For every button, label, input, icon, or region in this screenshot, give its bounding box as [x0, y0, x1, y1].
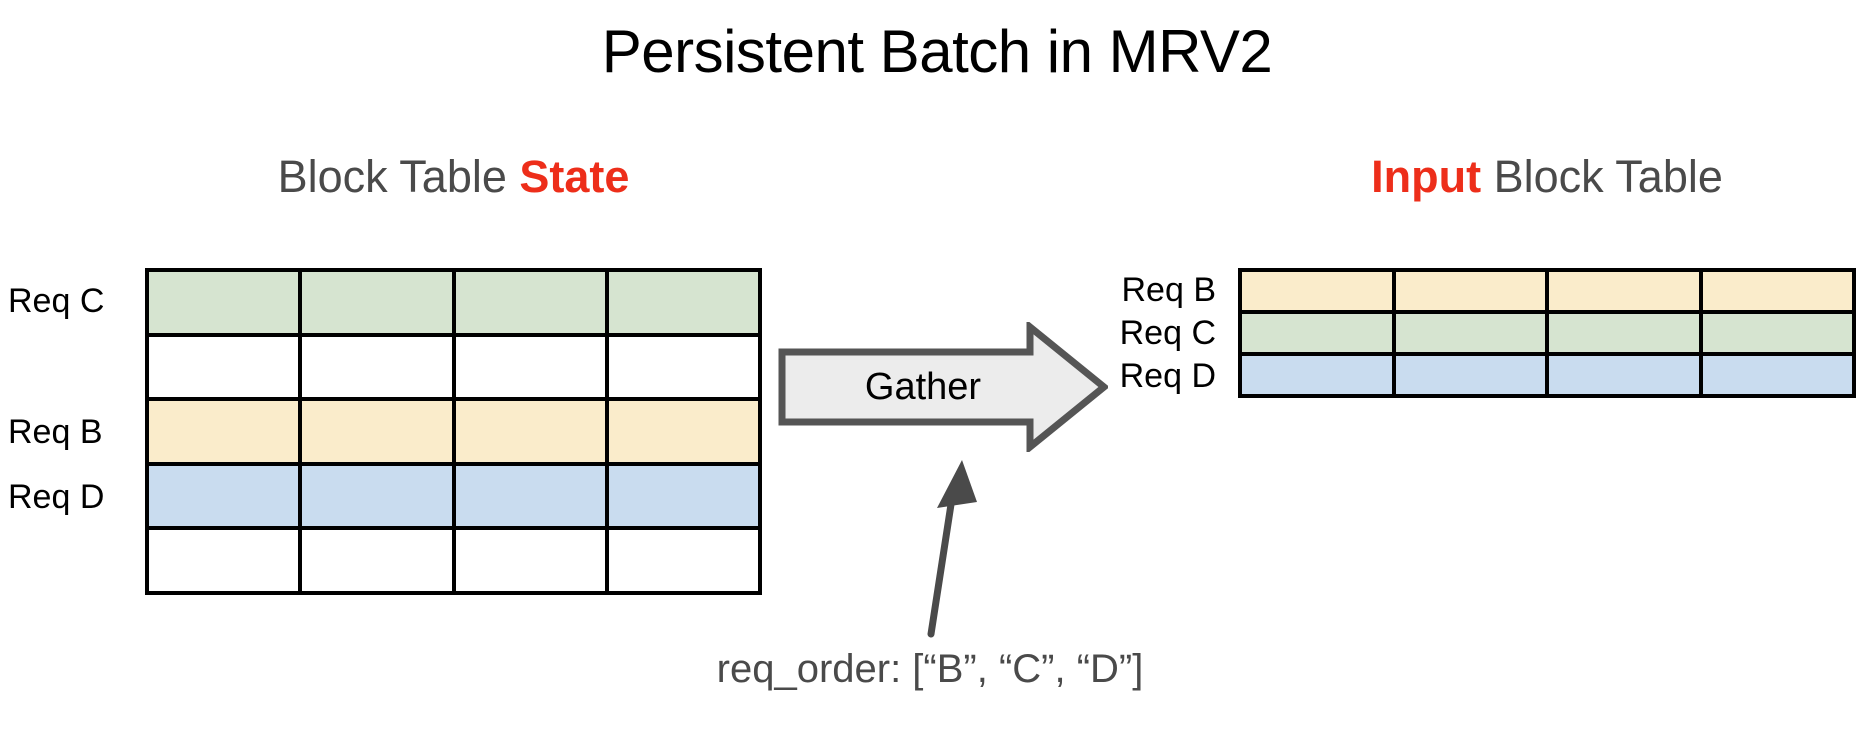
- row-label-req-b: Req B: [8, 412, 103, 451]
- block-cell: [1242, 272, 1396, 310]
- gather-arrow-icon: [778, 322, 1108, 452]
- table-row: [149, 465, 758, 531]
- req-order-caption: req_order: [“B”, “C”, “D”]: [716, 647, 1144, 691]
- block-cell: [302, 401, 456, 462]
- block-cell: [149, 465, 303, 527]
- table-row: [149, 272, 758, 337]
- block-cell: [1702, 272, 1852, 310]
- right-table-heading: Input Block Table: [1238, 150, 1856, 204]
- block-cell: [608, 465, 758, 527]
- block-cell: [302, 530, 456, 591]
- block-cell: [149, 272, 303, 333]
- req-order-pointer-arrow-icon: [927, 460, 977, 638]
- row-label-req-c: Req C: [8, 281, 105, 320]
- block-cell: [1549, 356, 1703, 394]
- block-cell: [1549, 314, 1703, 352]
- block-cell: [302, 336, 456, 398]
- block-cell: [455, 465, 609, 527]
- row-label-req-d: Req D: [1119, 357, 1216, 396]
- table-row: [1242, 314, 1852, 356]
- block-cell: [608, 272, 758, 333]
- left-table-heading: Block Table State: [145, 150, 762, 204]
- table-row: [149, 401, 758, 466]
- table-row: [149, 530, 758, 591]
- block-cell: [1242, 314, 1396, 352]
- left-heading-prefix: Block Table: [277, 151, 520, 202]
- block-cell: [1395, 356, 1549, 394]
- block-table-state: [145, 268, 762, 595]
- block-cell: [455, 401, 609, 462]
- input-block-table: [1238, 268, 1856, 398]
- block-cell: [302, 465, 456, 527]
- block-cell: [455, 530, 609, 591]
- block-cell: [149, 530, 303, 591]
- block-cell: [1242, 356, 1396, 394]
- block-cell: [455, 336, 609, 398]
- right-heading-suffix: Block Table: [1481, 151, 1723, 202]
- block-cell: [149, 336, 303, 398]
- block-cell: [149, 401, 303, 462]
- row-label-req-b: Req B: [1121, 270, 1217, 309]
- row-label-req-c: Req C: [1119, 314, 1216, 352]
- block-cell: [608, 530, 758, 591]
- block-cell: [1549, 272, 1703, 310]
- block-cell: [608, 336, 758, 398]
- table-row: [149, 336, 758, 402]
- block-cell: [302, 272, 456, 333]
- block-cell: [1395, 272, 1549, 310]
- row-label-req-d: Req D: [8, 477, 105, 516]
- table-row: [1242, 272, 1852, 314]
- page-title: Persistent Batch in MRV2: [601, 18, 1273, 85]
- table-row: [1242, 356, 1852, 394]
- block-cell: [1395, 314, 1549, 352]
- block-cell: [1702, 356, 1852, 394]
- right-heading-accent: Input: [1371, 151, 1482, 202]
- block-cell: [1702, 314, 1852, 352]
- block-cell: [608, 401, 758, 462]
- left-heading-accent: State: [519, 151, 630, 202]
- block-cell: [455, 272, 609, 333]
